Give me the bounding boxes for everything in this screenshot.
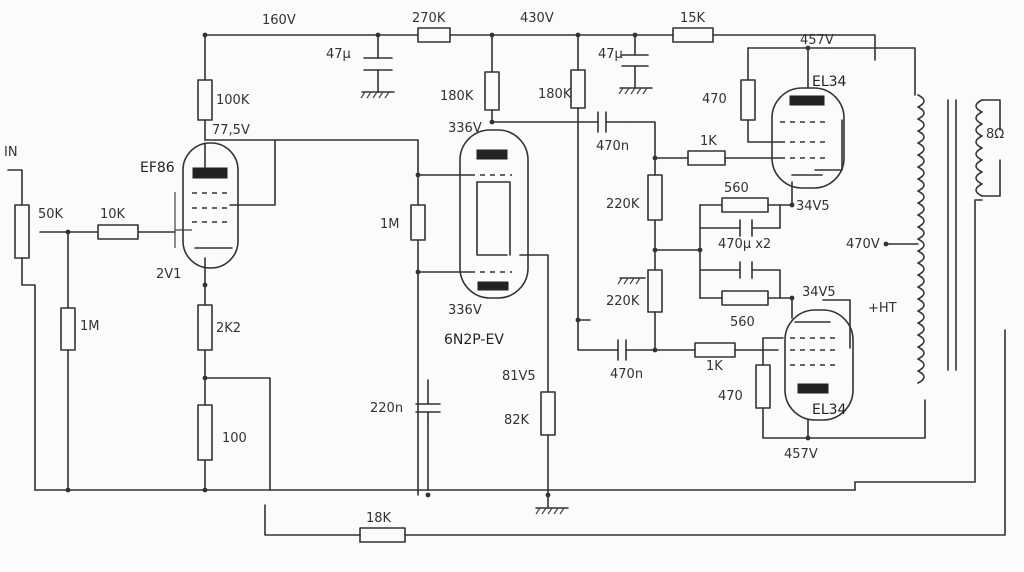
label-47u-a: 47µ [326,47,351,62]
label-34v5-bottom: 34V5 [802,285,836,300]
tube-6n2p [459,129,529,299]
wires [7,34,1006,536]
capacitor-220n [415,379,441,421]
resistor-18k [359,527,406,543]
resistor-10k [97,224,139,240]
label-1k-top: 1K [700,134,717,149]
label-el34-bottom: EL34 [812,402,847,418]
label-77-5v: 77,5V [212,123,250,138]
resistor-1k-bottom [694,342,736,358]
label-10k: 10K [100,207,126,222]
label-180k-a: 180K [440,89,474,104]
output-transformer [917,94,1001,384]
label-270k: 270K [412,11,446,26]
capacitor-470u-bottom [739,261,753,279]
tube-el34-bottom [784,309,854,421]
label-81v5: 81V5 [502,369,536,384]
label-560-top: 560 [724,181,749,196]
tube-el34-top [771,87,845,189]
label-220k-top: 220K [606,197,640,212]
label-100k: 100K [216,93,250,108]
label-82k: 82K [504,413,530,428]
label-1m-grid: 1M [380,217,400,232]
label-160v: 160V [262,13,296,28]
capacitor-470n-bottom [617,339,641,361]
label-470n-top: 470n [596,139,629,154]
label-336v-top: 336V [448,121,482,136]
tube-ef86 [174,142,239,269]
resistor-220k-bottom [647,269,663,313]
label-ef86: EF86 [140,160,175,176]
resistor-82k [540,391,556,436]
potentiometer-50k[interactable] [14,204,30,259]
resistor-100 [197,404,213,461]
label-336v-bottom: 336V [448,303,482,318]
resistors [14,27,771,543]
label-470-top: 470 [702,92,727,107]
resistor-15k [672,27,714,43]
resistor-180k-b [570,69,586,109]
resistor-100k [197,79,213,121]
label-470v: 470V [846,237,880,252]
label-47u-b: 47µ [598,47,623,62]
ground-symbols [535,277,646,515]
resistor-1m-input [60,307,76,351]
resistor-270k [417,27,451,43]
resistor-1m-grid [410,204,426,241]
junction-dots [65,32,889,498]
label-8-ohm: 8Ω [986,127,1004,142]
labels: 160V 270K 430V 15K 47µ 47µ 457V EL34 100… [4,11,1004,526]
capacitor-47u-a [360,57,395,99]
label-180k-b: 180K [538,87,572,102]
label-220n: 220n [370,401,403,416]
resistor-220k-top [647,174,663,221]
label-1k-bottom: 1K [706,359,723,374]
label-34v5-top: 34V5 [796,199,830,214]
label-2v1: 2V1 [156,267,181,282]
resistor-560-top [721,197,769,213]
label-6n2p-ev: 6N2P-EV [444,332,504,348]
label-18k: 18K [366,511,392,526]
resistor-1k-top [687,150,726,166]
resistor-180k-a [484,71,500,111]
label-15k: 15K [680,11,706,26]
label-470n-bottom: 470n [610,367,643,382]
label-220k-bottom: 220K [606,294,640,309]
label-50k: 50K [38,207,64,222]
label-457v-bottom: 457V [784,447,818,462]
capacitor-470u-top [739,219,753,237]
label-470-bottom: 470 [718,389,743,404]
capacitors [360,54,753,421]
label-el34-top: EL34 [812,74,847,90]
label-100: 100 [222,431,247,446]
label-470u-x2: 470µ x2 [718,237,771,252]
capacitor-470n-top [597,111,631,133]
resistor-470-bottom [755,364,771,409]
label-in: IN [4,145,18,160]
resistor-470-top [740,79,756,121]
resistor-2k2 [197,304,213,351]
resistor-560-bottom [721,290,769,306]
label-560-bottom: 560 [730,315,755,330]
capacitor-47u-b [618,54,653,95]
label-ht: +HT [868,301,897,316]
label-2k2: 2K2 [216,321,241,336]
label-430v: 430V [520,11,554,26]
label-457v-top: 457V [800,33,834,48]
label-1m-input: 1M [80,319,100,334]
